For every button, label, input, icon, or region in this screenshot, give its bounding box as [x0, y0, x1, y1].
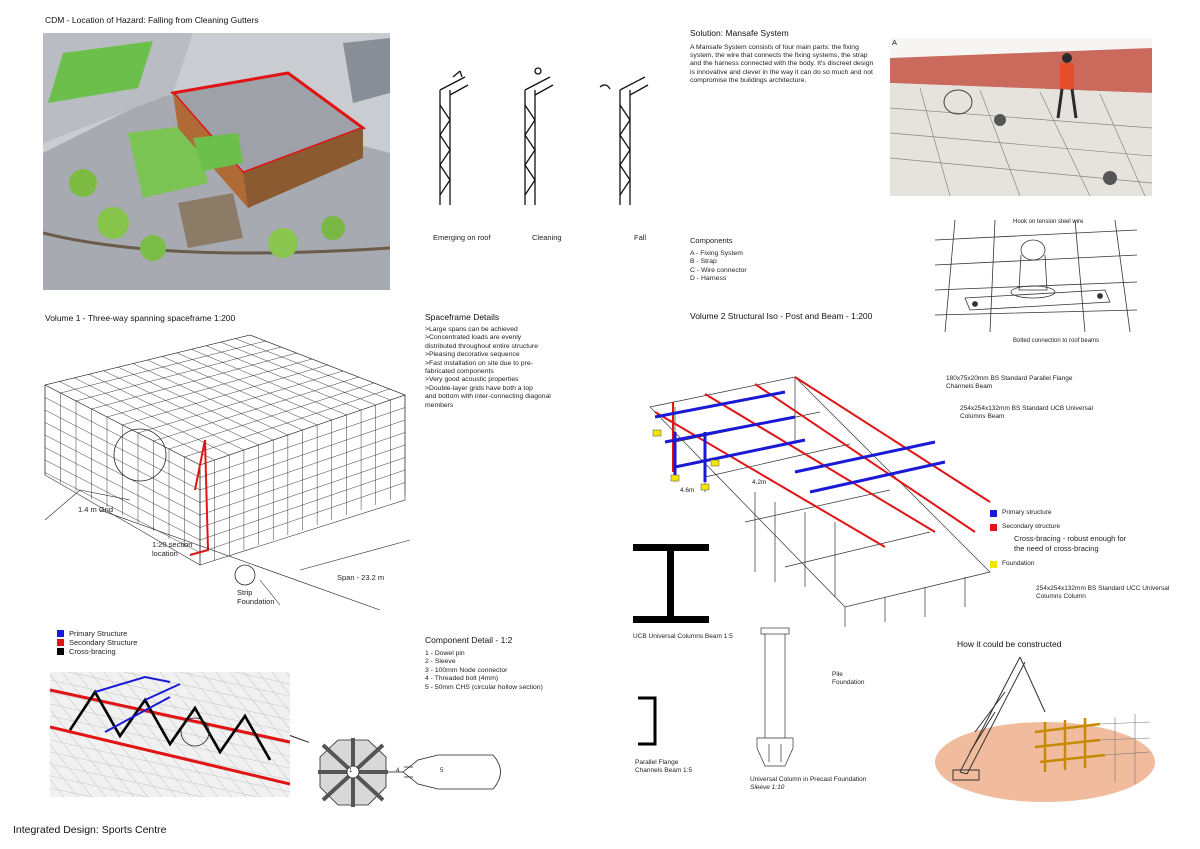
column-foundation-drawing: [755, 626, 795, 771]
site-render-image: [43, 33, 390, 290]
foundation-swatch: [990, 560, 997, 568]
mansafe-sequence-drawings: [420, 65, 670, 240]
spaceframe-item: members: [425, 401, 454, 409]
spaceframe-item: fabricated components: [425, 368, 494, 376]
section-label-2: location: [152, 549, 178, 558]
spaceframe-item: >Large spans can be achieved: [425, 326, 518, 333]
legend-structure-2: Primary structure Secondary structure Cr…: [990, 506, 1126, 571]
component-detail-item: 3 - 100mm Node connector: [425, 666, 508, 674]
components-title: Components: [690, 236, 733, 245]
post-beam-drawing: [645, 372, 995, 632]
bolted-label: Bolted connection to roof beams: [1013, 338, 1100, 344]
legend-bracing: Cross-bracing: [69, 646, 116, 656]
volume1-title: Volume 1 - Three-way spanning spaceframe…: [45, 313, 236, 323]
construction-sketch: [935, 652, 1155, 807]
legend2-foundation: Foundation: [1002, 560, 1035, 568]
spaceframe-item: >Double-layer grids have both a top: [425, 384, 533, 392]
beam2b-label: Columns Beam: [960, 413, 1005, 420]
strip-label-2: Foundation: [237, 597, 275, 606]
component-detail-title: Component Detail - 1:2: [425, 635, 513, 645]
legend2-secondary: Secondary structure: [1002, 523, 1061, 531]
secondary-swatch-2: [990, 523, 997, 531]
spaceframe-grid-lines: [44, 334, 406, 565]
ucb-section-drawing: [633, 544, 711, 624]
legend2-bracing-2: the need of cross-bracing: [1014, 543, 1099, 553]
component-detail-item: 2 - Sleeve: [425, 658, 456, 666]
pile-label-2: Foundation: [832, 679, 865, 686]
channel-section-drawing: [636, 696, 658, 746]
dim-label-1: 4.6m: [680, 487, 695, 494]
step-label-cleaning: Cleaning: [532, 233, 562, 242]
column-section-label-1: Universal Column in Precast Foundation: [750, 776, 867, 783]
solution-body: A Mansafe System consists of four main p…: [690, 44, 874, 84]
component-item: D - Harness: [690, 275, 727, 283]
channel-label-1: Parallel Flange: [635, 759, 679, 766]
step-label-emerging: Emerging on roof: [433, 233, 491, 242]
beam2-label: 254x254x132mm BS Standard UCB Universal: [960, 405, 1093, 412]
footer-title: Integrated Design: Sports Centre: [13, 824, 167, 836]
column-label-1: 254x254x132mm BS Standard UCC Universal: [1036, 585, 1170, 592]
channel-label-2: Channels Beam 1:5: [635, 767, 693, 774]
primary-swatch-2: [990, 509, 997, 517]
dim-label-2: 4.2m: [752, 479, 767, 486]
cdm-title: CDM - Location of Hazard: Falling from C…: [45, 15, 259, 25]
legend2-primary: Primary structure: [1002, 509, 1052, 517]
bracing-swatch: [57, 648, 64, 655]
component-item: B - Strap: [690, 258, 717, 266]
section-label-1: 1:20 section: [152, 540, 193, 549]
component-detail-item: 4 - Threaded bolt (4mm): [425, 675, 499, 683]
solution-title: Solution: Mansafe System: [690, 28, 789, 38]
secondary-swatch: [57, 639, 64, 646]
legend2-bracing-1: Cross-bracing - robust enough for: [1014, 534, 1127, 543]
node-label-4: 4: [396, 768, 400, 774]
bracing-render-image: [50, 672, 290, 797]
components-list: A - Fixing System B - Strap C - Wire con…: [690, 250, 747, 284]
component-item: C - Wire connector: [690, 266, 747, 274]
strip-label-1: Strip: [237, 588, 253, 597]
node-connector-drawing: [318, 735, 538, 810]
spaceframe-item: >Pleasing decorative sequence: [425, 351, 520, 359]
sketch-label-a: A: [892, 38, 898, 47]
background-grid-lines: [50, 672, 290, 797]
spaceframe-item: >Concentrated loads are evenly: [425, 334, 522, 342]
legend-structure: Primary Structure Secondary Structure Cr…: [57, 629, 137, 656]
spaceframe-item: and bottom with inter-connecting diagona…: [425, 393, 551, 401]
roof-worker-sketch: [890, 38, 1152, 196]
spaceframe-drawing: [40, 330, 420, 610]
step-label-fall: Fall: [634, 233, 647, 242]
construction-title: How it could be constructed: [957, 639, 1062, 649]
pile-label-1: Pile: [832, 671, 843, 678]
detail-leader-line: [289, 735, 309, 743]
spaceframe-item: >Fast installation on site due to pre-: [425, 359, 533, 367]
spaceframe-item: >Very good acoustic properties: [425, 376, 519, 384]
beam1-label: 180x75x20mm BS Standard Parallel Flange: [946, 375, 1073, 382]
spaceframe-title: Spaceframe Details: [425, 312, 500, 322]
component-detail-list: 1 - Dowel pin 2 - Sleeve 3 - 100mm Node …: [425, 650, 543, 692]
beam1b-label: Channels Beam: [946, 383, 993, 390]
column-label-2: Columns Column: [1036, 593, 1086, 600]
spaceframe-list: >Large spans can be achieved >Concentrat…: [425, 326, 551, 410]
component-detail-item: 5 - 50mm CHS (circular hollow section): [425, 683, 543, 691]
volume2-title: Volume 2 Structural Iso - Post and Beam …: [690, 311, 873, 321]
span-label: Span - 23.2 m: [337, 573, 385, 582]
legend-secondary: Secondary Structure: [69, 637, 138, 647]
fixing-detail-sketch: [935, 220, 1137, 332]
hook-label: Hook on tension steel wire: [1013, 219, 1084, 225]
node-label-5: 5: [440, 768, 444, 774]
grid-label: 1.4 m Grid: [78, 505, 114, 514]
column-section-label-2: Sleeve 1:10: [750, 784, 785, 791]
primary-swatch: [57, 630, 64, 637]
component-item: A - Fixing System: [690, 250, 743, 257]
ucb-label: UCB Universal Columns Beam 1:5: [633, 633, 733, 640]
spaceframe-item: distributed throughout entire structure: [425, 342, 538, 350]
legend-primary: Primary Structure: [69, 628, 128, 638]
node-label-1: 1: [349, 768, 353, 774]
component-detail-item: 1 - Dowel pin: [425, 650, 465, 657]
